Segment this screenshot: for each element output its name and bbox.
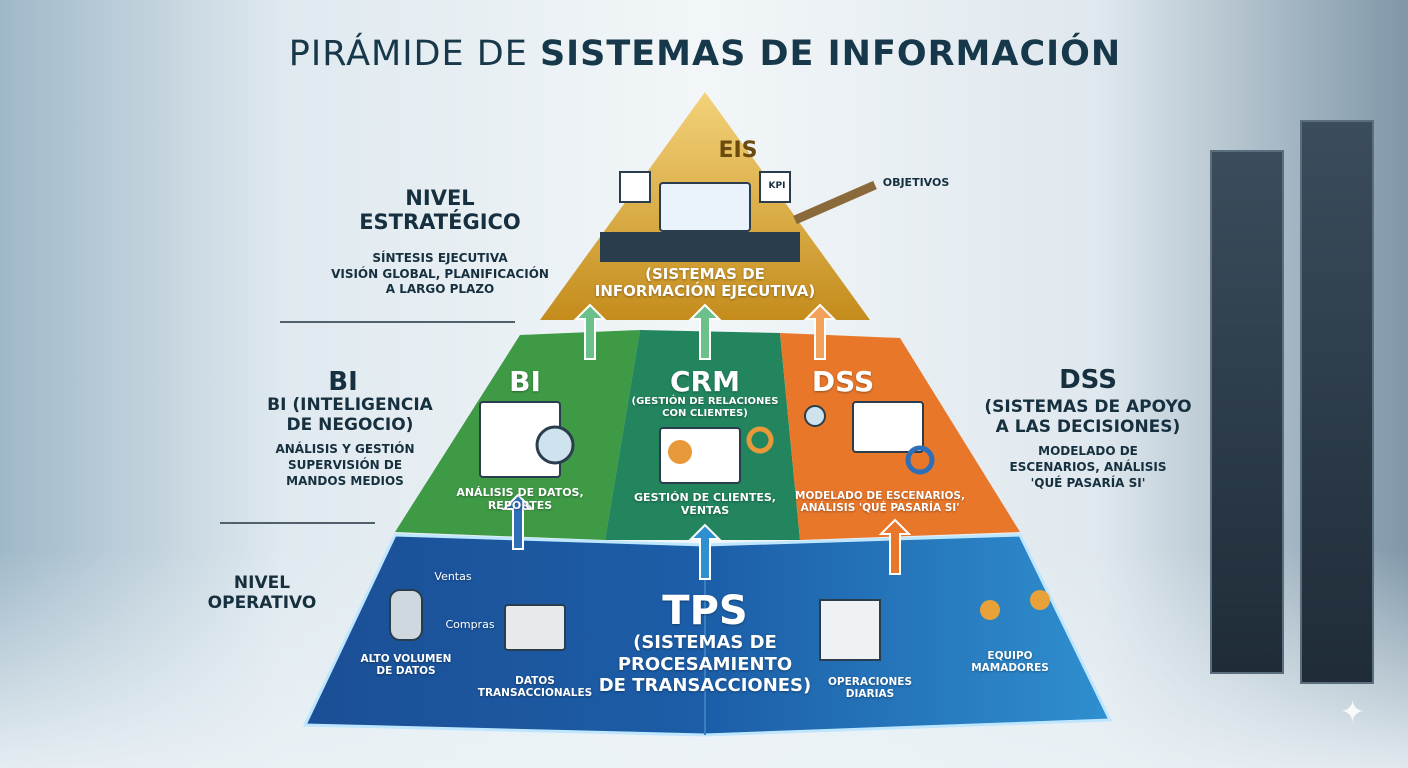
telescope-icon xyxy=(793,180,877,225)
crm-illustration xyxy=(659,426,774,484)
gear-icon xyxy=(905,445,935,475)
executives-table-icon xyxy=(600,232,800,262)
arrow-up-icon xyxy=(573,303,607,360)
arrow-up-icon xyxy=(688,303,722,360)
chart-card-icon xyxy=(619,171,651,203)
cash-register-icon xyxy=(504,604,566,651)
tps-label: TPS xyxy=(662,588,748,634)
dss-illustration xyxy=(804,401,935,475)
kpi-label: KPI xyxy=(768,181,786,191)
arrow-up-icon xyxy=(803,303,837,360)
up-arrows xyxy=(501,303,912,580)
server-rack xyxy=(1300,120,1374,684)
crm-tier-label: CRM xyxy=(670,365,740,398)
dss-tier-caption: MODELADO DE ESCENARIOS,ANÁLISIS 'QUÉ PAS… xyxy=(795,490,965,515)
bi-tier-label: BI xyxy=(509,365,541,398)
eis-illustration xyxy=(600,171,877,262)
database-icon xyxy=(389,589,423,641)
ventas-label: Ventas xyxy=(434,570,472,583)
bi-tier-caption: ANÁLISIS DE DATOS,REPORTES xyxy=(456,486,584,512)
compras-label: Compras xyxy=(445,618,495,631)
dss-side-title: DSS xyxy=(1059,365,1117,395)
gear-icon xyxy=(746,426,774,454)
eis-label: EIS xyxy=(718,138,758,163)
server-rack xyxy=(1210,150,1284,674)
worker-icon xyxy=(980,600,1000,620)
divider xyxy=(280,321,515,323)
divider xyxy=(220,522,375,524)
sparkle-icon: ✦ xyxy=(1340,695,1366,730)
question-bubble-icon xyxy=(804,405,826,427)
bi-side-title: BI xyxy=(328,367,358,397)
magnifier-icon xyxy=(535,425,575,465)
page-title: PIRÁMIDE DE SISTEMAS DE INFORMACIÓN xyxy=(288,34,1122,74)
dss-tier-label: DSS xyxy=(811,365,875,398)
objetivos-label: OBJETIVOS xyxy=(882,176,950,189)
worker-icon xyxy=(1030,590,1050,610)
world-map-screen-icon xyxy=(659,182,751,232)
arrow-up-icon xyxy=(878,518,912,575)
user-avatar-icon xyxy=(668,440,692,464)
kpi-card-icon xyxy=(759,171,791,203)
bi-illustration xyxy=(479,401,575,478)
arrow-up-icon xyxy=(688,523,722,580)
crm-tier-caption: GESTIÓN DE CLIENTES,VENTAS xyxy=(634,491,776,517)
arrow-up-icon xyxy=(501,493,535,550)
documents-icon xyxy=(819,599,881,661)
tps-illustration xyxy=(389,589,1050,661)
